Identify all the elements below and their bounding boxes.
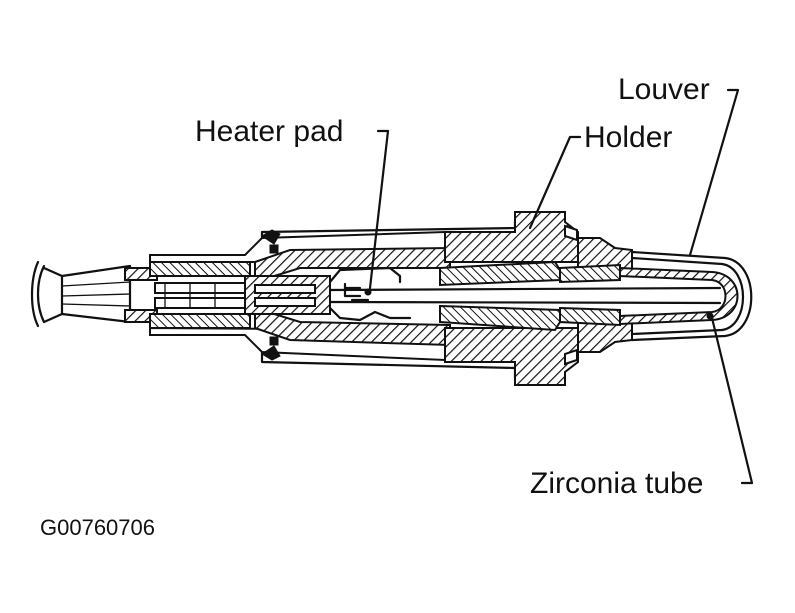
figure-code: G00760706 bbox=[40, 515, 155, 540]
label-zirconia-tube: Zirconia tube bbox=[530, 467, 703, 500]
leader-lines bbox=[368, 88, 754, 485]
zirconia-tube-part bbox=[618, 266, 739, 326]
label-louver: Louver bbox=[618, 73, 710, 106]
label-heater-pad: Heater pad bbox=[195, 115, 343, 148]
label-holder: Holder bbox=[584, 121, 672, 154]
heater-element bbox=[328, 266, 722, 322]
louver-part bbox=[630, 250, 753, 342]
holder-part bbox=[439, 211, 633, 386]
sensor-cable bbox=[30, 260, 251, 329]
